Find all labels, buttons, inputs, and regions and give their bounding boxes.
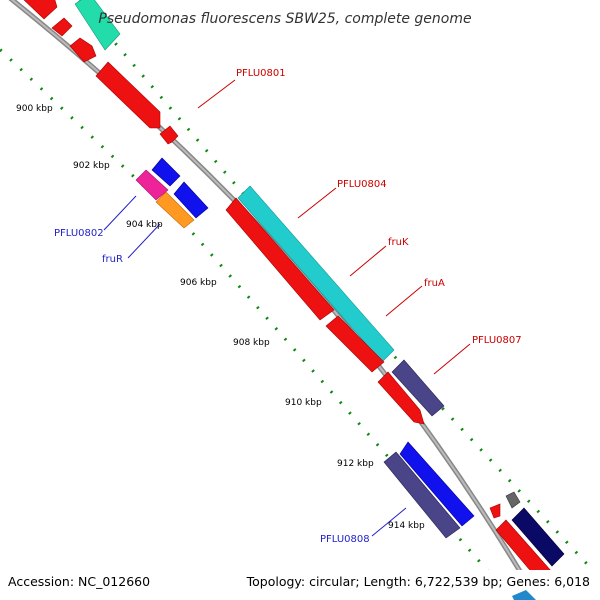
gene-red-small-a[interactable] xyxy=(51,17,73,37)
gene-pflu0802[interactable] xyxy=(135,169,169,201)
tick-label-906: 906 kbp xyxy=(180,278,217,288)
gene-blue-0802b[interactable] xyxy=(173,181,209,219)
gene-label-pflu0801[interactable]: PFLU0801 xyxy=(236,68,286,79)
gene-pflu0808[interactable] xyxy=(383,451,461,539)
gene-label-fruk[interactable]: fruK xyxy=(388,237,409,248)
gene-label-frua[interactable]: fruA xyxy=(424,278,445,289)
gene-red-small-b[interactable] xyxy=(69,37,97,63)
tick-label-902: 902 kbp xyxy=(73,161,110,171)
gene-label-pflu0804[interactable]: PFLU0804 xyxy=(337,179,387,190)
tick-label-914: 914 kbp xyxy=(388,521,425,531)
tick-label-910: 910 kbp xyxy=(285,398,322,408)
tick-label-904: 904 kbp xyxy=(126,220,163,230)
gene-label-pflu0808[interactable]: PFLU0808 xyxy=(320,534,370,545)
gene-red-bottom[interactable] xyxy=(495,519,552,582)
genome-summary-text: Topology: circular; Length: 6,722,539 bp… xyxy=(246,574,590,589)
gene-red-arrow-0801b[interactable] xyxy=(159,125,179,145)
leader-pflu0802 xyxy=(103,195,137,231)
gene-blue-0802a[interactable] xyxy=(151,157,181,187)
leader-pflu0804 xyxy=(297,187,337,219)
gene-fruk[interactable] xyxy=(225,197,335,321)
leader-pflu0801 xyxy=(197,79,236,109)
leader-pflu0807 xyxy=(433,343,471,375)
gene-gray-small[interactable] xyxy=(505,491,521,509)
gene-label-frur[interactable]: fruR xyxy=(102,254,123,265)
leader-pflu0808 xyxy=(371,507,407,537)
leader-frur xyxy=(127,223,161,259)
gene-frur[interactable] xyxy=(155,191,195,229)
tick-label-912: 912 kbp xyxy=(337,459,374,469)
leader-fruk xyxy=(349,245,387,277)
gene-pflu0804[interactable] xyxy=(237,185,395,363)
gene-red-top-left[interactable] xyxy=(22,0,58,20)
tick-label-908: 908 kbp xyxy=(233,338,270,348)
gene-blue-edge xyxy=(512,590,536,600)
gene-red-small-c[interactable] xyxy=(489,503,501,519)
gene-pflu0807[interactable] xyxy=(391,359,445,417)
leader-frua xyxy=(385,285,423,317)
gene-label-pflu0802[interactable]: PFLU0802 xyxy=(54,228,104,239)
gene-frua[interactable] xyxy=(325,315,385,373)
gene-blue-0808[interactable] xyxy=(399,441,475,527)
accession-text: Accession: NC_012660 xyxy=(8,574,150,589)
gene-label-pflu0807[interactable]: PFLU0807 xyxy=(472,335,522,346)
gene-mint-top[interactable] xyxy=(74,0,121,51)
tick-label-900: 900 kbp xyxy=(16,104,53,114)
gene-pflu0801[interactable] xyxy=(95,61,161,129)
gene-red-0807b[interactable] xyxy=(377,371,425,425)
gene-navy-bottom[interactable] xyxy=(511,507,565,567)
map-title: Pseudomonas fluorescens SBW25, complete … xyxy=(98,11,471,27)
